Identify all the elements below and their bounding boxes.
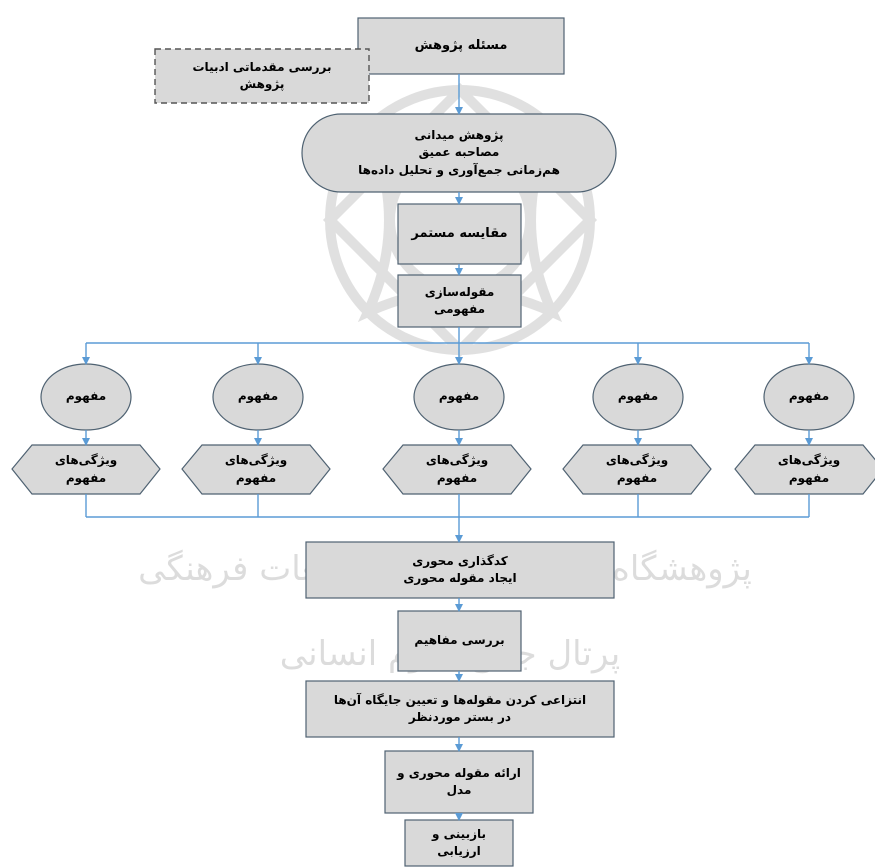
field-research-box (301, 113, 617, 193)
concept-properties-hexagon-4 (562, 444, 712, 495)
review-evaluation-box (404, 819, 514, 867)
constant-comparison-box (397, 203, 522, 265)
concept-properties-hexagon-1 (11, 444, 161, 495)
concept-properties-hexagon-5 (734, 444, 875, 495)
category-abstraction-box (305, 680, 615, 738)
concept-properties-hexagon-3 (382, 444, 532, 495)
core-category-model-box (384, 750, 534, 814)
research-problem-box (357, 17, 565, 75)
concept-ellipse-4 (592, 363, 684, 431)
concept-review-box (397, 610, 522, 672)
concept-ellipse-2 (212, 363, 304, 431)
concept-ellipse-3 (413, 363, 505, 431)
conceptual-categorization-box (397, 274, 522, 328)
connectors (82, 74, 813, 821)
concept-ellipse-5 (763, 363, 855, 431)
concept-properties-hexagon-2 (181, 444, 331, 495)
axial-coding-box (305, 541, 615, 599)
concept-ellipse-1 (40, 363, 132, 431)
literature-review-box (154, 48, 370, 104)
